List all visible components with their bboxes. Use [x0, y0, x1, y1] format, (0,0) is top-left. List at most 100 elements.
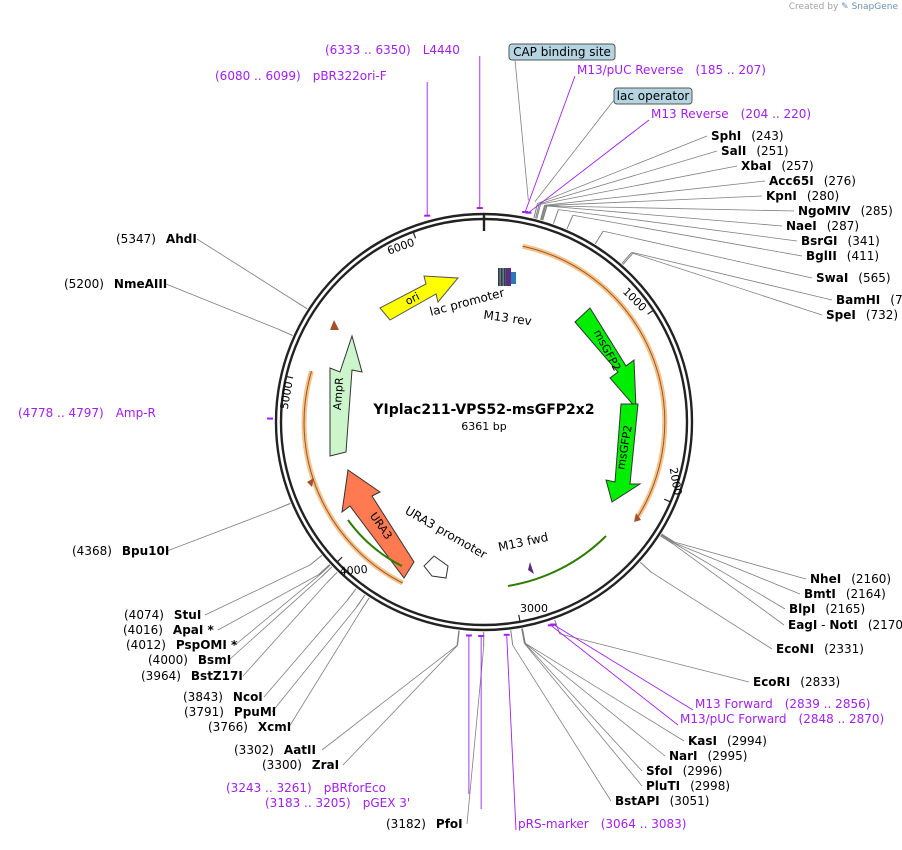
restriction-site-label: Acc65I(276) [769, 174, 856, 188]
site-leader-line [558, 210, 797, 241]
site-tick [511, 630, 513, 645]
site-leader-line [322, 645, 457, 750]
restriction-site-label: SalI(251) [721, 144, 789, 158]
site-leader-line [166, 284, 279, 329]
restriction-site-label: SwaI(565) [816, 271, 891, 285]
primer-label: M13 Reverse(204 .. 220) [651, 107, 811, 121]
msgfp2-a-label: msGFP2 [591, 327, 624, 373]
feature-ura3-promoter[interactable] [424, 556, 448, 578]
dynamic-layer: 100020003000400050006000SphI(243)SalI(25… [18, 43, 902, 831]
restriction-site-label: NheI(2160) [810, 572, 891, 586]
restriction-site-label: SfoI(2996) [646, 764, 722, 778]
cap-binding-site-label: CAP binding site [513, 45, 611, 59]
site-leader-line [264, 601, 347, 697]
ruler-tick-label: 6000 [385, 236, 416, 258]
primer-label: (6080 .. 6099)pBR322ori-F [215, 69, 387, 83]
site-tick [319, 564, 330, 574]
site-tick [595, 231, 603, 244]
ampr-label: AmpR [331, 377, 346, 411]
site-leader-line [229, 577, 321, 660]
lac-operator-leader-line [535, 100, 614, 202]
restriction-site-label: BsrGI(341) [801, 234, 880, 248]
ruler-tick [519, 615, 520, 622]
restriction-site-label: SphI(243) [711, 129, 784, 143]
site-leader-line [545, 181, 765, 205]
restriction-site-label: NgoMIV(285) [798, 204, 893, 218]
restriction-site-label: (3182)PfoI [386, 817, 463, 831]
site-tick [356, 595, 365, 607]
site-leader-line [560, 634, 749, 682]
restriction-site-label: (4016)ApaI * [123, 623, 215, 637]
site-leader-line [525, 643, 684, 741]
restriction-site-label: (5347)AhdI [116, 232, 197, 246]
feature-m13-fwd-marker [528, 562, 534, 574]
primer-label: pRS-marker(3064 .. 3083) [518, 817, 686, 831]
site-leader-line [545, 196, 762, 206]
restriction-site-label: (3791)PpuMI [184, 705, 276, 719]
restriction-site-label: (4012)PspOMI * [126, 638, 238, 652]
restriction-site-label: BlpI(2165) [789, 602, 865, 616]
restriction-site-label: BglII(411) [806, 249, 879, 263]
restriction-site-label: KasI(2994) [688, 734, 767, 748]
lac-operator-label: lac operator [617, 89, 690, 103]
feature-lac-promoter-box [498, 268, 506, 286]
site-leader-line [235, 575, 319, 645]
restriction-site-label: EcoNI(2331) [776, 642, 864, 656]
restriction-site-label: PluTI(2998) [646, 779, 730, 793]
site-tick [567, 215, 573, 229]
primer-label: (3183 .. 3205)pGEX 3' [265, 796, 410, 810]
site-leader-line [537, 136, 707, 203]
ura3-promoter-label: URA3 promoter [403, 503, 490, 561]
plasmid-size: 6361 bp [461, 420, 506, 433]
ruler-tick [664, 499, 670, 502]
site-leader-line [289, 610, 361, 727]
restriction-site-label: (5200)NmeAIII [64, 277, 167, 291]
site-leader-line [674, 542, 806, 579]
site-leader-line [524, 643, 642, 786]
restriction-site-label: (4074)StuI [124, 608, 201, 622]
restriction-site-label: XbaI(257) [741, 159, 814, 173]
site-leader-line [343, 645, 458, 765]
plasmid-name: YIplac211-VPS52-msGFP2x2 [372, 402, 594, 418]
primer-leader-line [507, 635, 516, 830]
site-leader-line [272, 607, 356, 712]
site-tick [553, 210, 558, 224]
primer-label: M13/pUC Forward(2848 .. 2870) [680, 712, 884, 726]
site-tick [640, 562, 651, 572]
restriction-site-label: KpnI(280) [766, 189, 839, 203]
feature-m13rev-box [506, 268, 511, 286]
cap-leader-line [515, 60, 528, 200]
primer-label: (6333 .. 6350)L4440 [325, 43, 460, 57]
credit-prefix: Created by [789, 2, 839, 12]
site-leader-line [674, 543, 785, 609]
site-leader-line [197, 239, 294, 301]
restriction-site-label: (3766)XcmI [208, 720, 291, 734]
restriction-site-label: EcoRI(2833) [753, 675, 840, 689]
primer-label: M13/pUC Reverse(185 .. 207) [577, 63, 766, 77]
restriction-site-label: SpeI(732) [826, 308, 898, 322]
snapgene-logo-icon: ✎ [841, 2, 849, 12]
m13-rev-label: M13 rev [483, 308, 533, 329]
site-leader-line [205, 565, 310, 615]
site-tick [361, 598, 369, 611]
restriction-site-label: NaeI(287) [786, 219, 859, 233]
primer-leader-line [551, 625, 678, 725]
restriction-site-label: NarI(2995) [669, 749, 747, 763]
restriction-site-label: BamHI(725) [836, 293, 902, 307]
ruler-tick [286, 376, 293, 378]
restriction-site-label: BstAPI(3051) [615, 794, 709, 808]
site-tick [279, 329, 293, 335]
site-leader-line [674, 543, 800, 594]
site-leader-line [525, 643, 642, 771]
primer-label: (3243 .. 3261)pBRforEco [226, 781, 386, 795]
restriction-site-label: (3843)NcoI [183, 690, 263, 704]
snapgene-credit: Created by ✎ SnapGene [789, 2, 898, 12]
restriction-site-label: BmtI(2164) [804, 587, 886, 601]
site-leader-line [243, 583, 327, 676]
site-tick [327, 572, 337, 583]
site-leader-line [547, 206, 782, 226]
ruler-tick [337, 557, 342, 562]
site-leader-line [547, 206, 794, 211]
ruler-tick-label: 4000 [339, 563, 368, 578]
